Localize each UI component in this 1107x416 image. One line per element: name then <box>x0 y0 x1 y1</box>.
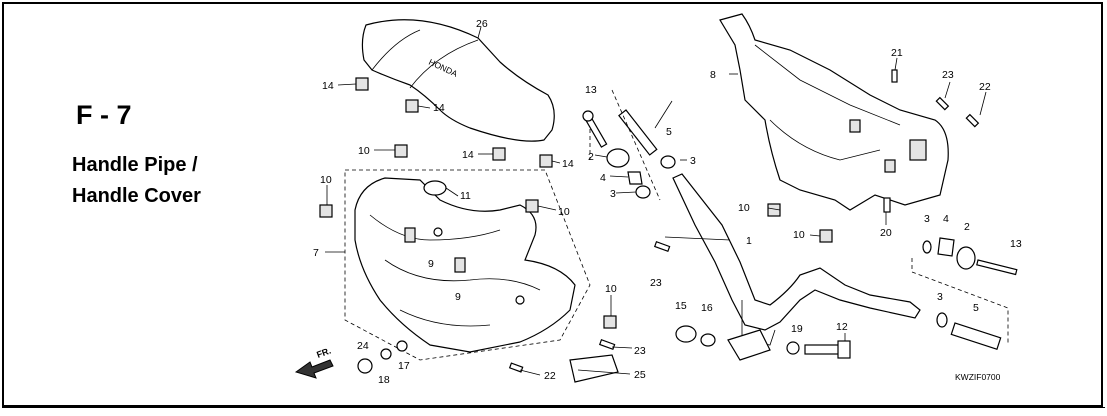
callout-4: 4 <box>600 172 606 184</box>
part-8-inner-handle-cover <box>719 13 949 211</box>
figure-title-line-1: Handle Pipe / <box>72 154 198 176</box>
callout-11: 11 <box>460 190 471 202</box>
part-13-bolt-upper <box>582 110 608 148</box>
figure-title-line-2: Handle Cover <box>72 185 201 207</box>
callout-12: 12 <box>836 321 848 333</box>
part-4-collar-upper <box>627 171 643 185</box>
figure-id: F - 7 <box>76 100 132 130</box>
callout-3: 3 <box>937 291 943 303</box>
callout-14: 14 <box>433 102 445 114</box>
callout-10: 10 <box>320 174 332 186</box>
screws <box>357 69 980 374</box>
callout-13: 13 <box>1010 238 1022 250</box>
front-direction-label: FR. <box>315 346 332 360</box>
callout-15: 15 <box>675 300 687 312</box>
callout-23: 23 <box>942 69 954 81</box>
diagram-border <box>2 2 1103 407</box>
callout-23: 23 <box>650 277 662 289</box>
callout-10: 10 <box>605 283 617 295</box>
callout-9: 9 <box>428 258 434 270</box>
callout-18: 18 <box>378 374 390 386</box>
callout-9: 9 <box>455 291 461 303</box>
callout-21: 21 <box>891 47 903 59</box>
part-26-front-handle-cover: HONDA <box>361 19 555 142</box>
part-11-cap <box>423 180 447 196</box>
part-25-plate <box>569 354 619 383</box>
front-direction-arrow: FR. <box>294 346 334 379</box>
callout-7: 7 <box>313 247 319 259</box>
part-12-bolt <box>804 340 851 359</box>
callout-26: 26 <box>476 18 488 30</box>
callout-10: 10 <box>793 229 805 241</box>
callout-17: 17 <box>398 360 410 372</box>
callout-19: 19 <box>791 323 803 335</box>
callout-4: 4 <box>943 213 949 225</box>
part-19-nut <box>786 341 800 355</box>
callout-2: 2 <box>964 221 970 233</box>
callout-numbers: 26 14 14 14 14 10 10 10 10 10 10 11 7 9 … <box>313 18 1022 386</box>
drawing-code: KWZIF0700 <box>955 372 1001 382</box>
part-5-pin-upper <box>589 89 661 201</box>
callout-5: 5 <box>666 126 672 138</box>
callout-1: 1 <box>746 235 752 247</box>
part-1-handle-pipe <box>672 173 921 361</box>
footer-divider <box>2 407 1105 416</box>
callout-20: 20 <box>880 227 892 239</box>
mount-group-right <box>911 237 1018 351</box>
part-10-clips <box>319 144 833 329</box>
callout-16: 16 <box>701 302 713 314</box>
part-15-rubber <box>675 325 697 343</box>
callout-10: 10 <box>358 145 370 157</box>
part-3-collar-upper <box>635 155 676 199</box>
callout-14: 14 <box>462 149 474 161</box>
callout-23: 23 <box>634 345 646 357</box>
callout-3: 3 <box>924 213 930 225</box>
callout-14: 14 <box>562 158 574 170</box>
part-7-rear-handle-cover <box>344 169 591 361</box>
callout-24: 24 <box>357 340 369 352</box>
part-16-washer <box>700 333 716 347</box>
callout-25: 25 <box>634 369 646 381</box>
callout-10: 10 <box>558 206 570 218</box>
callout-2: 2 <box>588 151 594 163</box>
callout-22: 22 <box>544 370 556 382</box>
callout-22: 22 <box>979 81 991 93</box>
leader-lines <box>325 26 987 376</box>
part-2-rubber-mount-upper <box>606 148 630 168</box>
callout-13: 13 <box>585 84 597 96</box>
callout-5: 5 <box>973 302 979 314</box>
callout-8: 8 <box>710 69 716 81</box>
callout-14: 14 <box>322 80 334 92</box>
figure-title: Handle Pipe / Handle Cover <box>72 150 201 212</box>
callout-10: 10 <box>738 202 750 214</box>
callout-3: 3 <box>690 155 696 167</box>
callout-3: 3 <box>610 188 616 200</box>
